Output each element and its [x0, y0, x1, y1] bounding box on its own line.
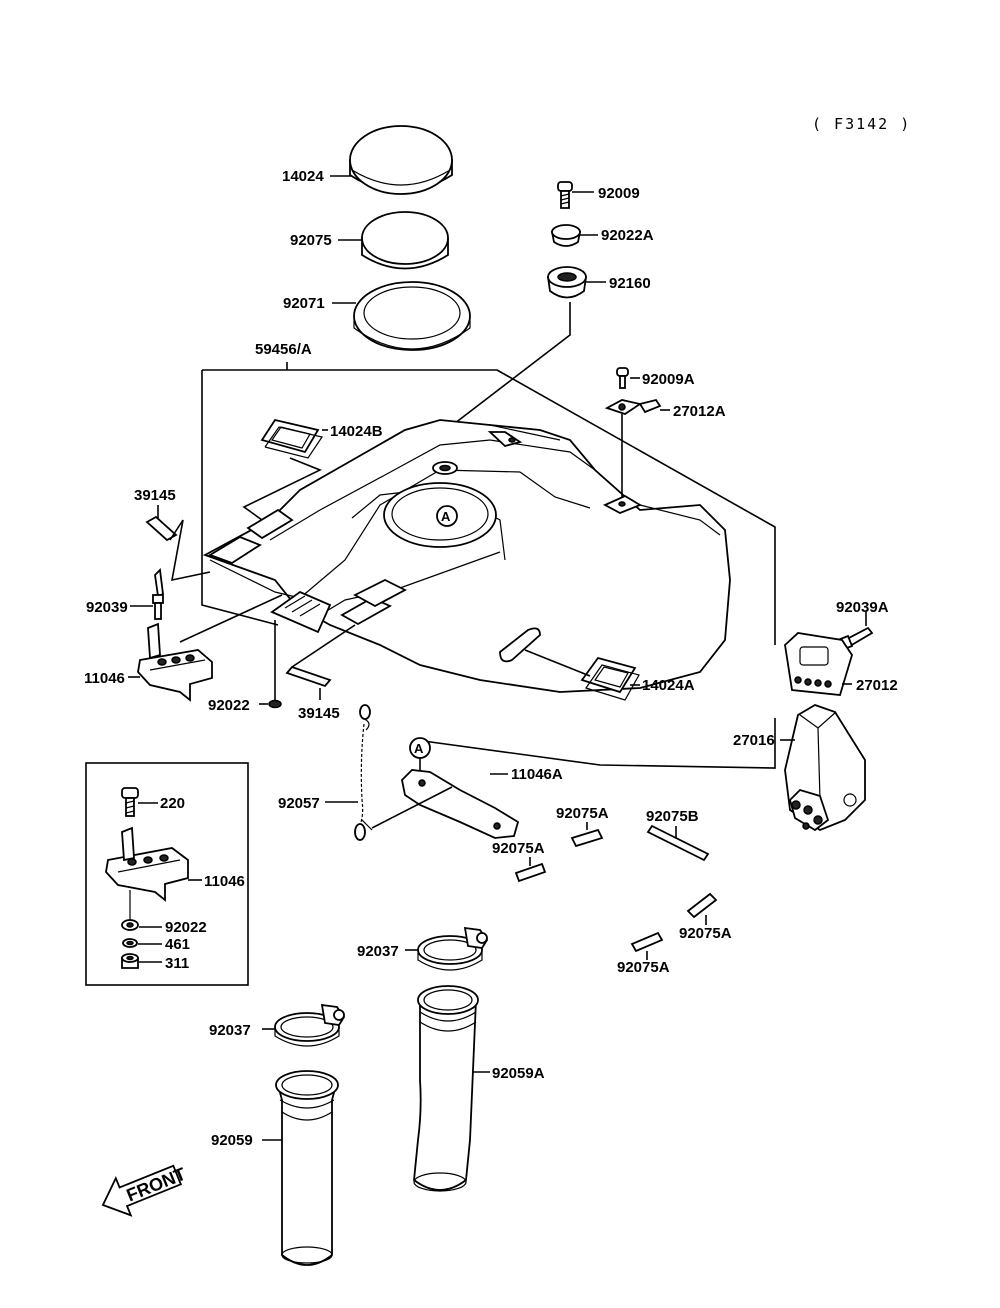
label-220: 220	[160, 795, 185, 812]
label-92022-main: 92022	[208, 697, 250, 714]
switch-27016	[784, 704, 866, 832]
grommet-14024A	[580, 656, 640, 701]
leader-14024B-install	[242, 457, 322, 521]
strap-11046A	[401, 769, 520, 839]
label-92071: 92071	[283, 295, 325, 312]
strip-92075A-4	[630, 931, 664, 953]
label-92075: 92075	[290, 232, 332, 249]
inset-box	[85, 762, 249, 986]
leader-11046-install	[179, 594, 283, 643]
strip-39145-top	[145, 515, 178, 542]
label-92022-inset: 92022	[165, 919, 207, 936]
label-92039: 92039	[86, 599, 128, 616]
label-39145-top: 39145	[134, 487, 176, 504]
label-92037-right: 92037	[357, 943, 399, 960]
ref-marker-A: A	[441, 509, 451, 524]
group-bracket-right	[496, 369, 776, 645]
label-92075A-2: 92075A	[492, 840, 545, 857]
label-92022A: 92022A	[601, 227, 654, 244]
label-14024A: 14024A	[642, 677, 695, 694]
ref-marker-circle-A	[436, 505, 458, 527]
bracket-11046-left	[137, 622, 213, 702]
label-92057: 92057	[278, 795, 320, 812]
figure-code: ( F3142 )	[812, 115, 911, 133]
strip-92075B	[646, 824, 710, 862]
label-14024: 14024	[282, 168, 324, 185]
washer-461	[122, 938, 138, 948]
label-59456A: 59456/A	[255, 341, 312, 358]
engine-cover-59456A	[202, 419, 731, 693]
pin-92039	[152, 568, 164, 620]
label-11046A: 11046A	[511, 766, 563, 783]
label-92059: 92059	[211, 1132, 253, 1149]
strip-92075A-3	[686, 892, 718, 919]
label-461: 461	[165, 936, 190, 953]
ref-marker-A2: A	[414, 741, 424, 756]
grommet-92160	[546, 266, 588, 299]
label-92037-left: 92037	[209, 1022, 251, 1039]
label-92039A: 92039A	[836, 599, 889, 616]
label-39145-bottom: 39145	[298, 705, 340, 722]
cable-92057	[354, 704, 373, 841]
label-92075A-1: 92075A	[556, 805, 609, 822]
nut-311	[121, 953, 139, 969]
label-92075A-4: 92075A	[617, 959, 670, 976]
label-92075A-3: 92075A	[679, 925, 732, 942]
group-bracket-left	[201, 370, 279, 626]
label-92009A: 92009A	[642, 371, 695, 388]
clamp-92037-right	[417, 926, 489, 971]
hose-92059A	[413, 985, 479, 1192]
label-27012A: 27012A	[673, 403, 726, 420]
front-arrow: FRONT	[101, 1164, 189, 1217]
label-27012: 27012	[856, 677, 898, 694]
hose-92059	[275, 1070, 339, 1266]
label-92009: 92009	[598, 185, 640, 202]
washer-92022A	[550, 224, 582, 247]
ring-92071	[353, 281, 471, 351]
clip-27012	[784, 632, 853, 696]
plug-92075	[361, 211, 449, 270]
washer-92022-inset	[121, 919, 139, 931]
label-27016: 27016	[733, 732, 775, 749]
bracket-11046-inset	[105, 826, 189, 902]
label-92059A: 92059A	[492, 1065, 545, 1082]
grommet-14024B	[260, 418, 323, 459]
screw-92009	[557, 181, 573, 209]
screw-92009A	[616, 367, 629, 389]
leader-14024A-install	[524, 649, 591, 677]
label-11046-left: 11046	[84, 670, 125, 687]
strip-39145-bottom	[285, 665, 332, 688]
bolt-220	[121, 787, 139, 817]
clamp-92037-left	[274, 1003, 346, 1047]
label-92160: 92160	[609, 275, 651, 292]
label-11046-inset: 11046	[204, 873, 245, 890]
leader-39145-bottom-install	[291, 624, 356, 668]
group-bracket-bottom	[415, 718, 776, 769]
leader-39145-top-install	[169, 519, 211, 582]
label-92075B: 92075B	[646, 808, 699, 825]
cap-14024	[349, 125, 453, 195]
label-311: 311	[165, 955, 189, 972]
strip-92075A-2	[514, 862, 547, 883]
front-arrow-label: FRONT	[124, 1164, 189, 1206]
strip-92075A-1	[570, 828, 604, 848]
leader-92057-install	[371, 786, 453, 829]
clip-27012A	[604, 398, 662, 415]
washer-92022	[268, 699, 282, 709]
label-14024B: 14024B	[330, 423, 383, 440]
